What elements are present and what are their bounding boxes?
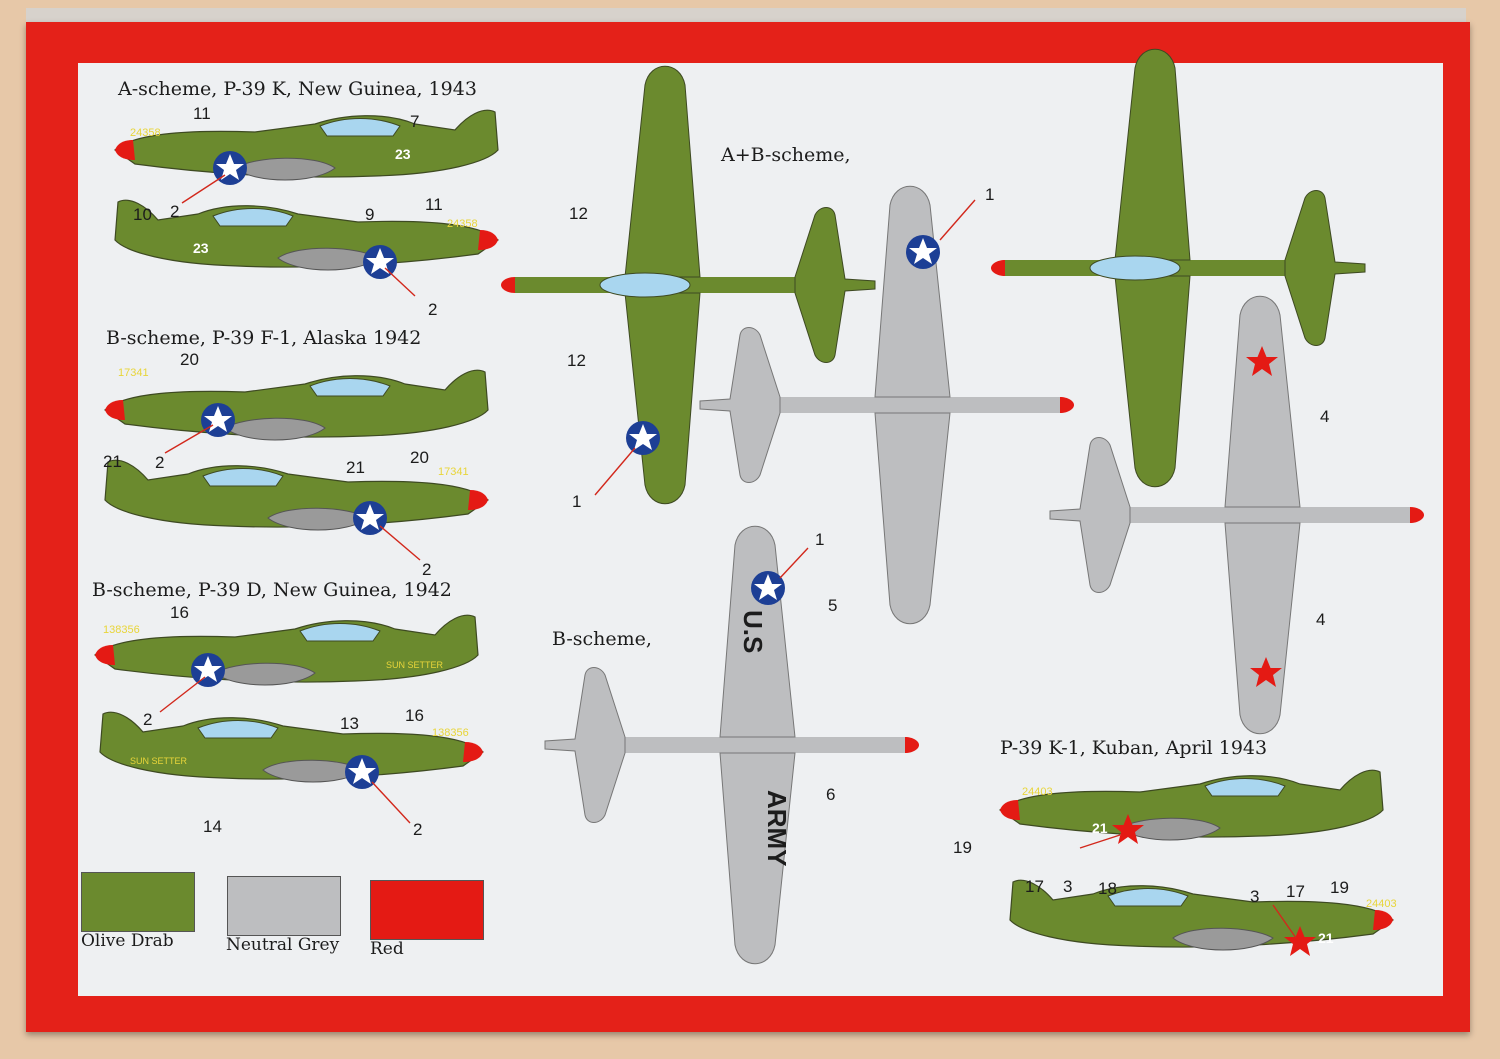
swatch-neutral-grey: [227, 876, 341, 936]
heading-scheme-b-d: B-scheme, P-39 D, New Guinea, 1942: [92, 579, 452, 601]
callout-11-right: 11: [425, 195, 443, 214]
callout-3-right: 3: [1250, 887, 1260, 906]
callout-17-right: 17: [1286, 882, 1305, 901]
callout-19: 19: [953, 838, 972, 857]
kuban-lower-grey: [1049, 295, 1425, 735]
callout-7: 7: [410, 112, 420, 131]
callout-4: 4: [1320, 407, 1330, 426]
callout-21-left: 21: [103, 452, 122, 471]
heading-scheme-b-f1: B-scheme, P-39 F-1, Alaska 1942: [106, 327, 422, 349]
callout-21: 21: [346, 458, 365, 477]
p39d-left-profile: [94, 614, 479, 687]
marking-code-k: 23: [395, 146, 411, 162]
heading-scheme-b: B-scheme,: [552, 628, 652, 650]
p39d-right-profile: [99, 711, 484, 789]
label-red: Red: [370, 939, 404, 959]
heading-scheme-a-k: A-scheme, P-39 K, New Guinea, 1943: [118, 78, 477, 100]
callout-2-right: 2: [428, 300, 438, 319]
p39k-left-profile: [114, 109, 499, 185]
swatch-olive-drab: [81, 872, 195, 932]
callout-13: 13: [340, 714, 359, 733]
callout-10: 10: [133, 205, 152, 224]
callout-19-right: 19: [1330, 878, 1349, 897]
callout-18: 18: [1098, 879, 1117, 898]
label-neutral-grey: Neutral Grey: [226, 935, 340, 955]
marking-serial-d: 138356: [103, 624, 140, 636]
kuban-upper-olive: [990, 48, 1366, 488]
marking-army: ARMY: [762, 790, 792, 867]
callout-5: 5: [828, 596, 838, 615]
callout-2-d: 2: [143, 710, 153, 729]
ab-scheme-upper-olive: [500, 65, 876, 505]
callout-1: 1: [572, 492, 582, 511]
p39k1-left-profile: [999, 769, 1384, 844]
callout-16: 16: [170, 603, 189, 622]
marking-code-kuban: 21: [1092, 820, 1108, 836]
marking-serial-kuban: 24403: [1022, 786, 1053, 798]
heading-kuban: P-39 K-1, Kuban, April 1943: [1000, 737, 1268, 759]
callout-2-d-right: 2: [413, 820, 423, 839]
callout-1-b: 1: [815, 530, 825, 549]
marking-serial-k: 24358: [130, 127, 161, 139]
marking-nose-art-d-right: SUN SETTER: [130, 756, 188, 766]
callout-16-right: 16: [405, 706, 424, 725]
callout-20-right: 20: [410, 448, 429, 467]
heading-scheme-ab: A+B-scheme,: [721, 144, 851, 166]
swatch-red: [370, 880, 484, 940]
callout-12-lower: 12: [567, 351, 586, 370]
marking-serial-f1-right: 17341: [438, 466, 469, 478]
marking-serial-d-right: 138356: [432, 727, 469, 739]
callout-12: 12: [569, 204, 588, 223]
callout-11: 11: [193, 104, 211, 123]
marking-serial-kuban-right: 24403: [1366, 898, 1397, 910]
p39f1-left-profile: [104, 369, 489, 441]
marking-serial-f1: 17341: [118, 367, 149, 379]
callout-2: 2: [170, 202, 180, 221]
callout-2-f1-right: 2: [422, 560, 432, 579]
callout-20: 20: [180, 350, 199, 369]
label-olive-drab: Olive Drab: [81, 931, 174, 951]
callout-4-lower: 4: [1316, 610, 1326, 629]
marking-code-k-right: 23: [193, 240, 209, 256]
callout-6: 6: [826, 785, 836, 804]
callout-2-f1: 2: [155, 453, 165, 472]
marking-us: U.S: [738, 610, 768, 654]
leader-lines: [159, 174, 1297, 939]
callout-17: 17: [1025, 877, 1044, 896]
callout-1-grey: 1: [985, 185, 995, 204]
marking-nose-art-d: SUN SETTER: [386, 660, 444, 670]
marking-code-kuban-right: 21: [1318, 930, 1334, 946]
callout-3: 3: [1063, 877, 1073, 896]
b-scheme-lower-grey: [544, 525, 920, 965]
callout-14: 14: [203, 817, 222, 836]
box-lid-edge: [26, 8, 1466, 24]
callout-9: 9: [365, 205, 375, 224]
marking-serial-k-right: 24358: [447, 218, 478, 230]
